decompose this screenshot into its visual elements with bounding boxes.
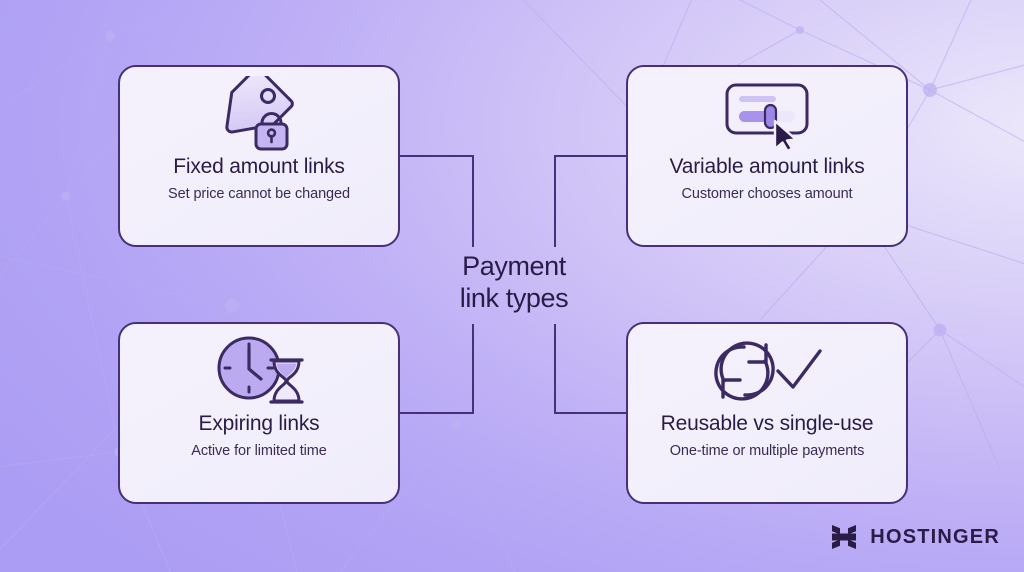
center-title-line-2: link types bbox=[459, 283, 569, 314]
center-title: Payment link types bbox=[400, 250, 628, 315]
hostinger-h-mark-icon bbox=[832, 525, 857, 549]
card-title: Fixed amount links bbox=[173, 155, 345, 178]
card-fixed-amount-links[interactable]: Fixed amount links Set price cannot be c… bbox=[118, 65, 400, 247]
card-subtitle: Set price cannot be changed bbox=[168, 186, 350, 203]
card-expiring-links[interactable]: Expiring links Active for limited time bbox=[118, 322, 400, 504]
clock-hourglass-icon bbox=[120, 324, 398, 410]
center-title-line-1: Payment bbox=[462, 251, 566, 281]
card-title: Reusable vs single-use bbox=[660, 412, 874, 435]
card-title: Expiring links bbox=[198, 412, 320, 435]
card-reusable-vs-single-use[interactable]: Reusable vs single-use One-time or multi… bbox=[626, 322, 908, 504]
card-subtitle: Customer chooses amount bbox=[681, 186, 853, 203]
slider-cursor-icon bbox=[628, 67, 906, 153]
price-tag-lock-icon bbox=[120, 67, 398, 153]
card-subtitle: One-time or multiple payments bbox=[669, 443, 865, 460]
hostinger-logo-text: HOSTINGER bbox=[870, 525, 1000, 548]
card-title: Variable amount links bbox=[669, 155, 865, 178]
hostinger-logo: HOSTINGER bbox=[829, 522, 1000, 552]
card-subtitle: Active for limited time bbox=[191, 443, 327, 460]
refresh-check-icon bbox=[628, 324, 906, 410]
card-variable-amount-links[interactable]: Variable amount links Customer chooses a… bbox=[626, 65, 908, 247]
